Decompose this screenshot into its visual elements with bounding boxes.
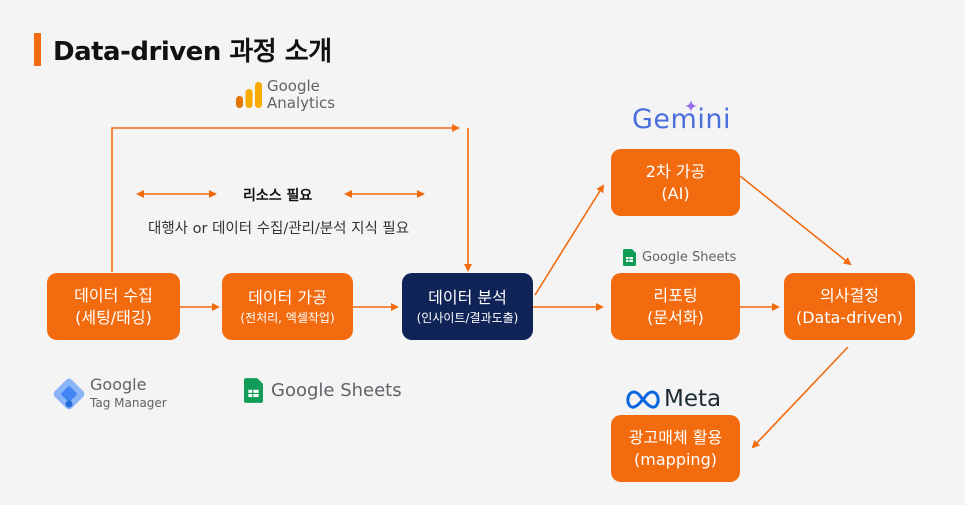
gemini-wordmark: Gemini [632, 104, 731, 135]
page-title: Data-driven 과정 소개 [53, 37, 332, 67]
node-line1: 리포팅 [653, 285, 698, 305]
arrow-analyze-to-ai [534, 184, 605, 296]
arrow-ai-to-decision [739, 175, 852, 266]
resource-label: 리소스 필요 [243, 188, 313, 204]
node-data-collection: 데이터 수집 (세팅/태깅) [47, 273, 180, 340]
meta-logo: Meta [626, 386, 721, 412]
node-line1: 데이터 분석 [428, 287, 507, 307]
gemini-logo: Gemini [632, 100, 731, 135]
node-line1: 광고매체 활용 [628, 427, 723, 447]
arrow-collect-to-analyze-top [111, 124, 460, 272]
node-line2: (인사이트/결과도출) [416, 310, 519, 325]
node-data-analysis: 데이터 분석 (인사이트/결과도출) [402, 273, 533, 340]
arrow-decision-to-ads [751, 346, 849, 449]
meta-wordmark: Meta [664, 386, 722, 412]
sheets-small-text: Google Sheets [642, 250, 737, 265]
analytics-logo-line2: Analytics [267, 94, 336, 112]
analytics-icon [236, 82, 262, 108]
node-reporting: 리포팅 (문서화) [611, 273, 740, 340]
meta-infinity-icon [626, 390, 660, 409]
sheets-large-text: Google Sheets [271, 380, 402, 401]
sheets-icon [623, 249, 636, 266]
node-line1: 데이터 수집 [74, 285, 153, 305]
analytics-logo-line1: Google [267, 77, 320, 95]
node-line2: (전처리, 엑셀작업) [240, 310, 335, 325]
node-decision-making: 의사결정 (Data-driven) [784, 273, 915, 340]
google-sheets-logo-small: Google Sheets [623, 249, 736, 266]
node-data-processing: 데이터 가공 (전처리, 엑셀작업) [222, 273, 353, 340]
google-analytics-logo: Google Analytics [236, 78, 335, 112]
sheets-icon [244, 378, 263, 403]
node-line1: 2차 가공 [645, 161, 706, 181]
google-sheets-logo-large: Google Sheets [244, 378, 402, 403]
google-tag-manager-logo: Google Tag Manager [52, 376, 167, 412]
node-line1: 의사결정 [820, 285, 879, 305]
gemini-sparkle-icon [685, 100, 697, 112]
resource-sub-label: 대행사 or 데이터 수집/관리/분석 지식 필요 [148, 221, 410, 237]
node-ad-media: 광고매체 활용 (mapping) [611, 415, 740, 482]
node-line2: (AI) [661, 183, 690, 203]
node-line2: (mapping) [634, 449, 717, 469]
tag-manager-icon [53, 378, 85, 410]
node-line1: 데이터 가공 [248, 287, 327, 307]
tag-manager-line2: Tag Manager [90, 396, 167, 410]
node-secondary-processing-ai: 2차 가공 (AI) [611, 149, 740, 216]
tag-manager-line1: Google [90, 375, 147, 394]
title-accent-bar [34, 33, 41, 66]
node-line2: (세팅/태깅) [75, 307, 152, 327]
node-line2: (Data-driven) [795, 307, 904, 327]
node-line2: (문서화) [647, 307, 704, 327]
